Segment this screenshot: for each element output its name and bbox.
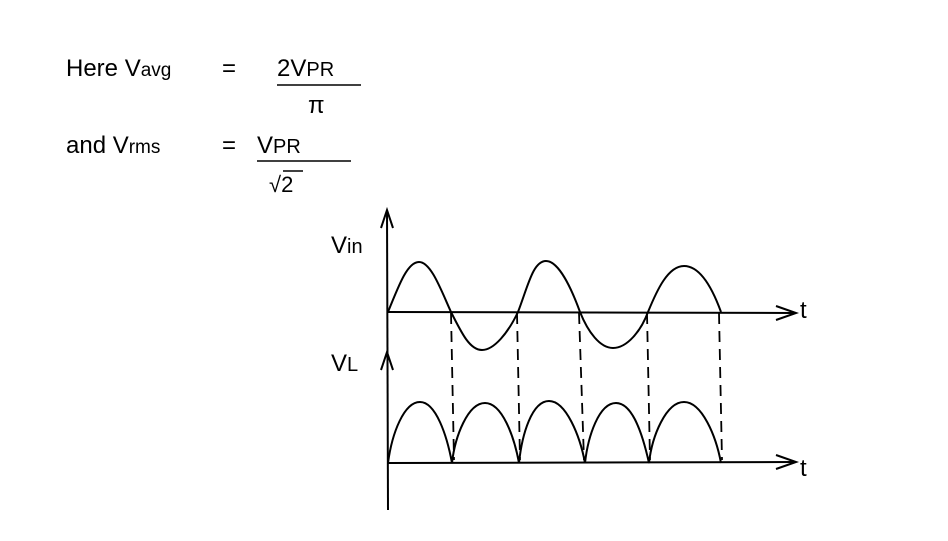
rms-denominator: √2 — [269, 172, 293, 197]
avg-label: Here Vavg — [66, 55, 171, 82]
projection-line-5 — [718, 312, 723, 461]
rms-numerator: VPR — [257, 132, 301, 159]
projection-line-2 — [516, 312, 521, 461]
input-sine-wave — [387, 259, 722, 352]
avg-denominator: π — [308, 92, 325, 119]
projection-line-1 — [450, 312, 455, 461]
avg-numerator: 2VPR — [277, 55, 334, 82]
vin-label: Vin — [331, 232, 363, 259]
projection-line-4 — [646, 312, 651, 461]
rms-label: and Vrms — [66, 132, 160, 159]
output-rectified-wave — [387, 399, 722, 464]
vl-axis-arrow — [380, 348, 394, 371]
input-time-axis-arrow — [775, 305, 800, 321]
rms-equals-sign: = — [222, 132, 236, 159]
output-time-axis — [387, 461, 796, 464]
vertical-axis — [386, 209, 389, 511]
vl-label: VL — [331, 350, 358, 377]
t-axis-label-output: t — [800, 455, 807, 482]
vin-axis-arrow — [380, 206, 394, 229]
avg-equals-sign: = — [222, 55, 236, 82]
input-time-axis — [386, 311, 796, 314]
t-axis-label-input: t — [800, 297, 807, 324]
projection-line-3 — [578, 312, 585, 461]
output-time-axis-arrow — [775, 454, 800, 470]
